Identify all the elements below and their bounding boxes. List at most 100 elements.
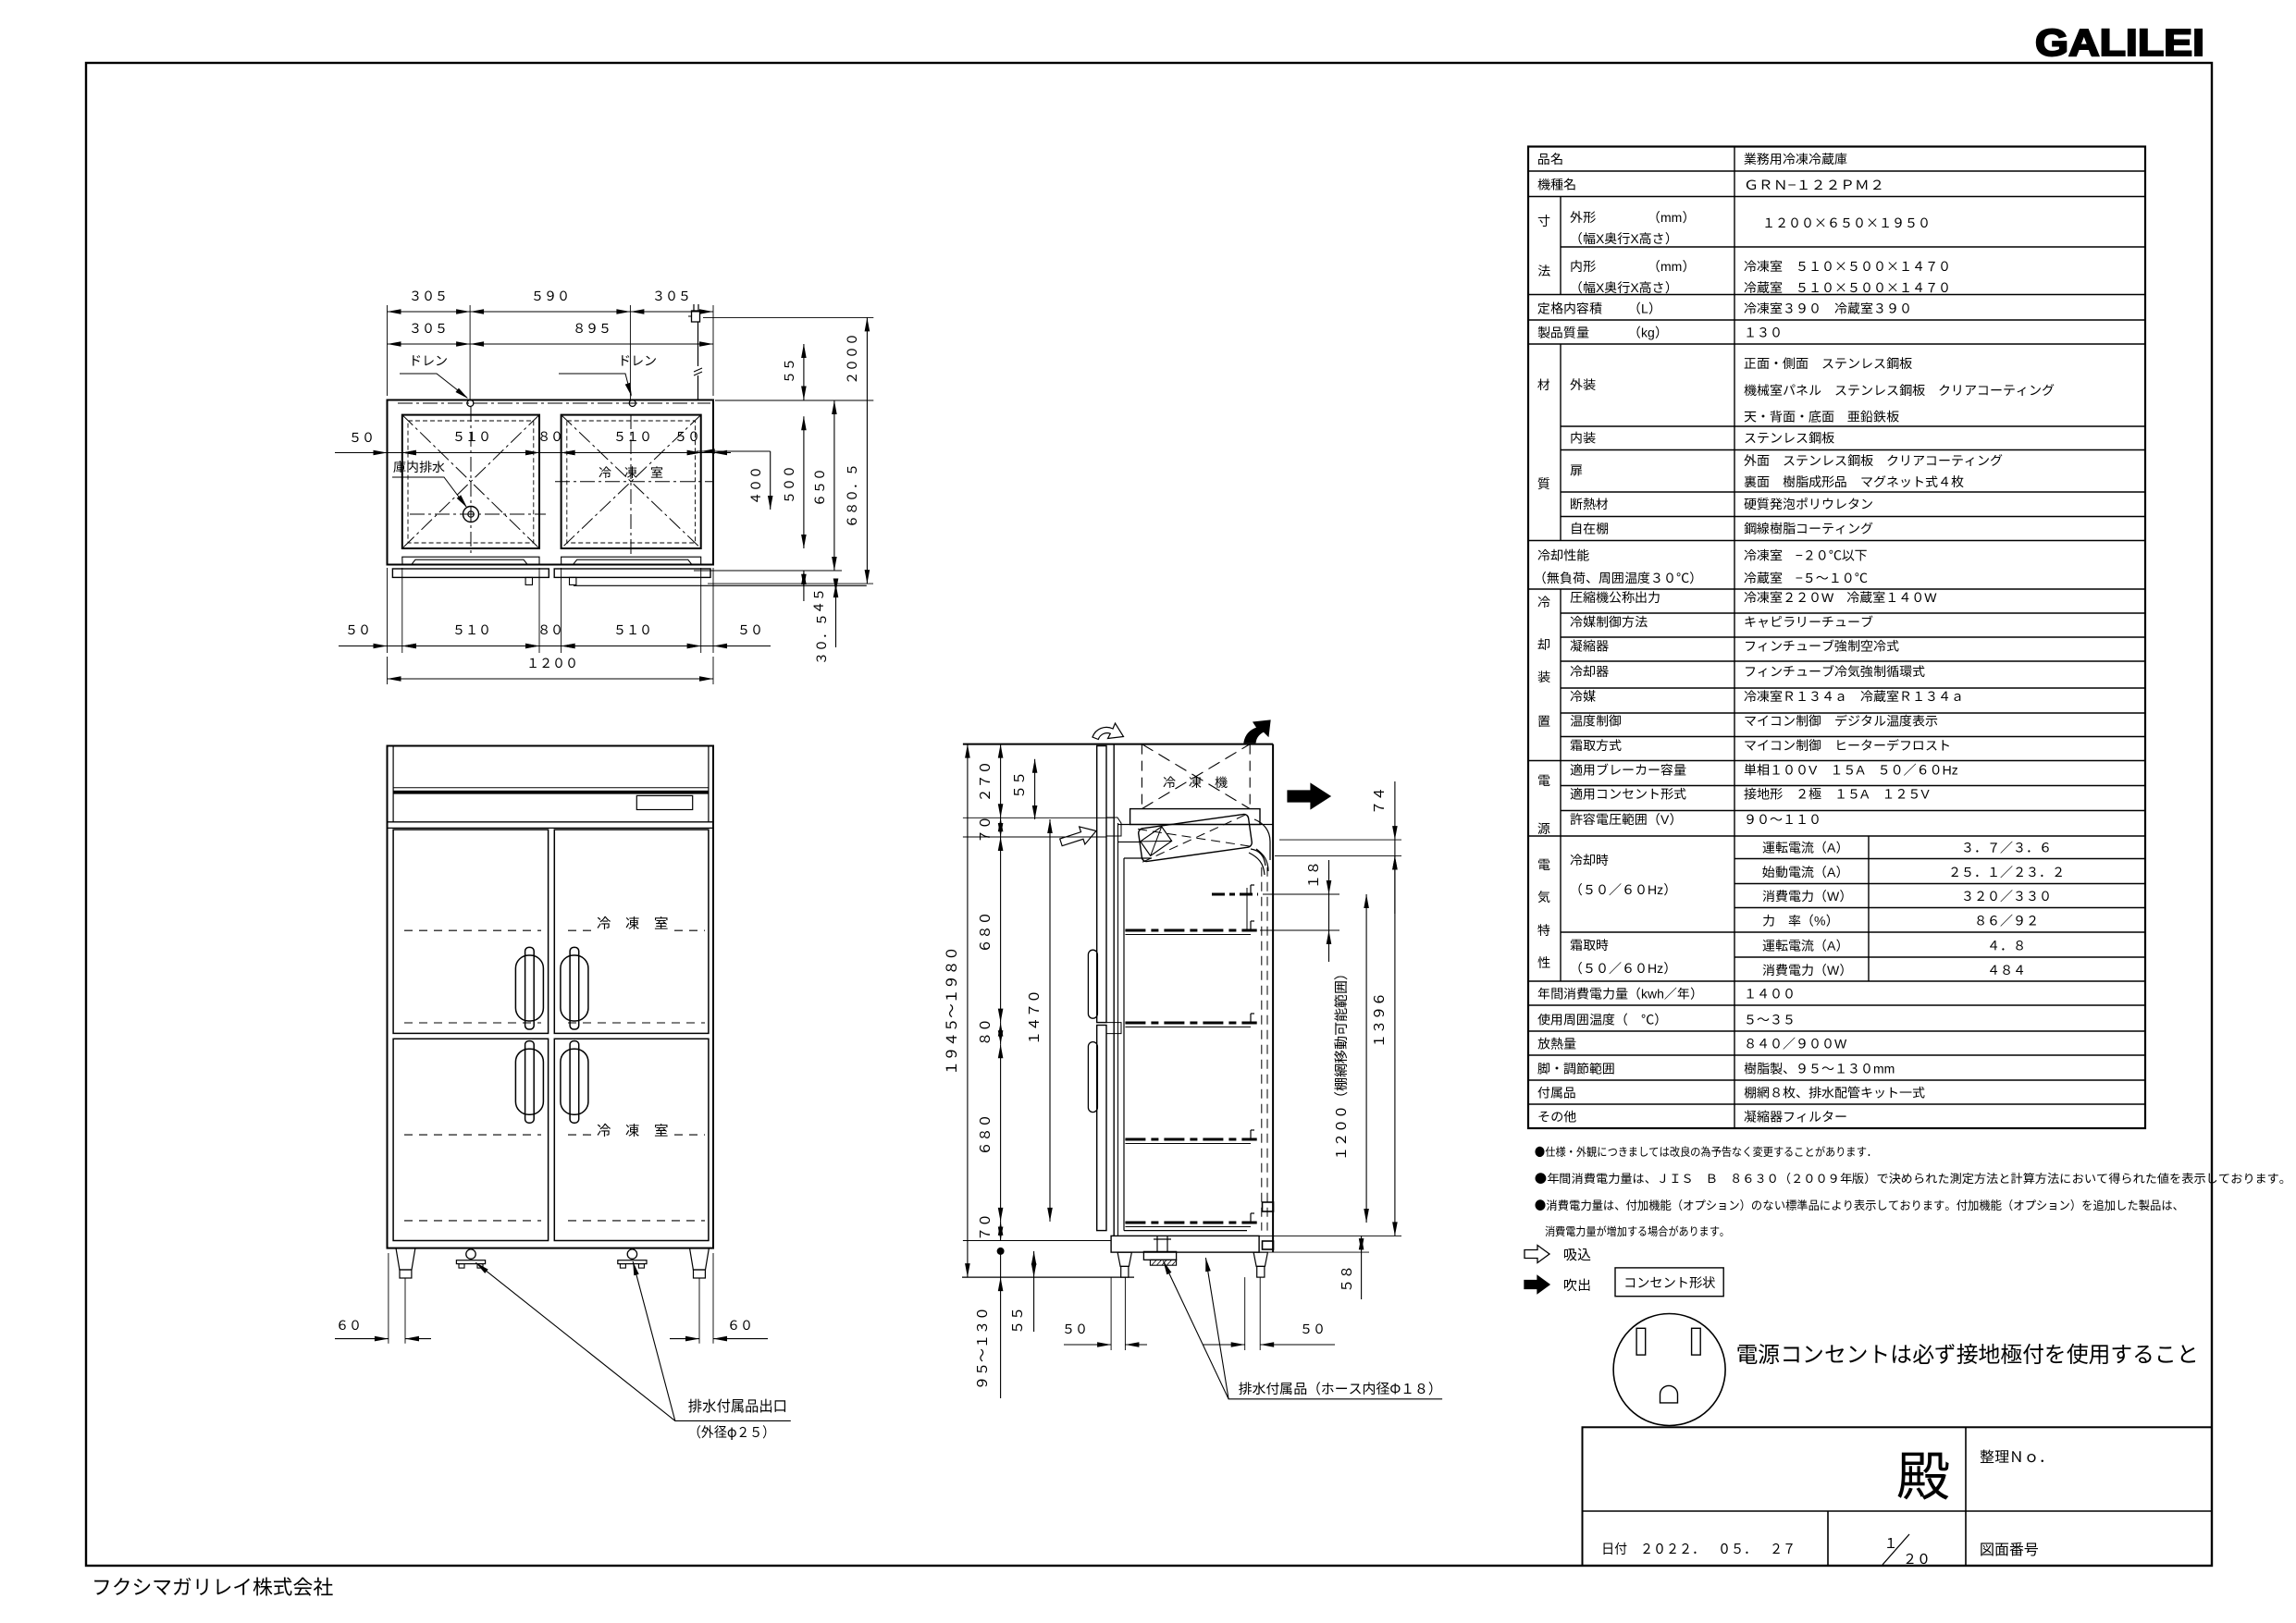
svg-text:消費電力（W）: 消費電力（W） — [1762, 961, 1852, 979]
svg-text:運転電流（A）: 運転電流（A） — [1762, 937, 1848, 955]
svg-text:冷凍室 −２０℃以下: 冷凍室 −２０℃以下 — [1744, 547, 1868, 565]
svg-text:３２０／３３０: ３２０／３３０ — [1961, 887, 2052, 905]
svg-text:殿: 殿 — [1896, 1433, 1950, 1511]
svg-text:ドレン: ドレン — [618, 351, 657, 370]
svg-text:裏面 樹脂成形品 マグネット式４枚: 裏面 樹脂成形品 マグネット式４枚 — [1744, 473, 1964, 491]
svg-text:●仕様・外観につきましては改良の為予告なく変更することがあり: ●仕様・外観につきましては改良の為予告なく変更することがあります． — [1535, 1142, 1877, 1160]
svg-text:４．８: ４．８ — [1987, 937, 2026, 955]
svg-text:冷却時: 冷却時 — [1570, 851, 1609, 869]
svg-text:却: 却 — [1537, 635, 1550, 654]
svg-text:１２００（棚網移動可能範囲）: １２００（棚網移動可能範囲） — [1331, 966, 1351, 1161]
svg-text:６８０: ６８０ — [975, 1113, 994, 1155]
svg-text:１: １ — [1883, 1533, 1897, 1553]
svg-text:２０: ２０ — [1903, 1549, 1931, 1568]
svg-text:圧縮機公称出力: 圧縮機公称出力 — [1570, 588, 1660, 607]
svg-text:材: 材 — [1537, 375, 1550, 394]
svg-text:（５０／６０Hz）: （５０／６０Hz） — [1570, 880, 1676, 899]
svg-text:単相１００V １５A ５０／６０Hz: 単相１００V １５A ５０／６０Hz — [1744, 761, 1958, 780]
svg-text:６０: ６０ — [727, 1316, 753, 1334]
svg-text:断熱材: 断熱材 — [1570, 495, 1609, 513]
svg-text:５１０: ５１０ — [452, 621, 491, 639]
svg-text:適用コンセント形式: 適用コンセント形式 — [1570, 785, 1686, 804]
svg-text:２７０: ２７０ — [975, 760, 994, 802]
svg-text:８０: ８０ — [537, 427, 563, 446]
svg-text:運転電流（A）: 運転電流（A） — [1762, 839, 1848, 857]
svg-text:５９０: ５９０ — [531, 287, 570, 305]
svg-text:品名: 品名 — [1537, 150, 1563, 168]
svg-text:電: 電 — [1537, 855, 1550, 874]
svg-text:業務用冷凍冷蔵庫: 業務用冷凍冷蔵庫 — [1744, 150, 1847, 168]
svg-text:消費電力（W）: 消費電力（W） — [1762, 887, 1852, 905]
svg-text:硬質発泡ポリウレタン: 硬質発泡ポリウレタン — [1744, 495, 1873, 513]
svg-text:５０: ５０ — [674, 427, 700, 446]
svg-text:自在棚: 自在棚 — [1570, 520, 1609, 538]
svg-text:７０: ７０ — [975, 816, 994, 843]
svg-text:法: 法 — [1537, 262, 1550, 280]
svg-text:冷 凍 室: 冷 凍 室 — [597, 913, 669, 933]
svg-text:温度制御: 温度制御 — [1570, 712, 1622, 731]
svg-text:５０: ５０ — [1062, 1320, 1088, 1338]
svg-text:吹出: 吹出 — [1563, 1275, 1591, 1295]
svg-text:５０: ５０ — [737, 621, 763, 639]
svg-text:フィンチューブ強制空冷式: フィンチューブ強制空冷式 — [1744, 637, 1899, 656]
svg-text:力 率（%）: 力 率（%） — [1762, 912, 1838, 930]
svg-text:５１０: ５１０ — [452, 427, 491, 446]
svg-text:凝縮器: 凝縮器 — [1570, 637, 1609, 656]
svg-text:４８４: ４８４ — [1987, 961, 2026, 979]
svg-text:脚・調節範囲: 脚・調節範囲 — [1537, 1060, 1615, 1078]
svg-text:フクシマガリレイ株式会社: フクシマガリレイ株式会社 — [92, 1571, 334, 1601]
svg-text:５０: ５０ — [1300, 1320, 1326, 1338]
svg-text:冷凍室３９０ 冷蔵室３９０: 冷凍室３９０ 冷蔵室３９０ — [1744, 300, 1912, 318]
svg-text:吸込: 吸込 — [1563, 1245, 1591, 1264]
svg-text:３０５: ３０５ — [409, 319, 448, 338]
svg-text:５１０: ５１０ — [613, 427, 652, 446]
svg-text:内装: 内装 — [1570, 429, 1596, 448]
svg-text:冷 凍 室: 冷 凍 室 — [597, 1120, 669, 1140]
svg-text:ドレン: ドレン — [409, 351, 448, 370]
svg-text:排水付属品出口: 排水付属品出口 — [688, 1394, 787, 1416]
svg-text:気: 気 — [1537, 888, 1550, 906]
svg-text:整理Ｎｏ．: 整理Ｎｏ． — [1980, 1445, 2054, 1467]
svg-text:１４７０: １４７０ — [1024, 990, 1043, 1045]
svg-text:冷凍室２２０W 冷蔵室１４０W: 冷凍室２２０W 冷蔵室１４０W — [1744, 588, 1937, 607]
svg-text:５００: ５００ — [780, 465, 798, 504]
svg-text:その他: その他 — [1537, 1108, 1576, 1126]
svg-text:５５: ５５ — [1009, 771, 1029, 799]
svg-text:GALILEI: GALILEI — [2035, 11, 2204, 67]
svg-text:鋼線樹脂コーティング: 鋼線樹脂コーティング — [1744, 520, 1873, 538]
svg-text:６８０: ６８０ — [975, 911, 994, 953]
svg-text:冷凍室Ｒ１３４ａ 冷蔵室Ｒ１３４ａ: 冷凍室Ｒ１３４ａ 冷蔵室Ｒ１３４ａ — [1744, 687, 1964, 706]
svg-text:棚網８枚、排水配管キット一式: 棚網８枚、排水配管キット一式 — [1744, 1084, 1925, 1102]
svg-text:１９４５～１９８０: １９４５～１９８０ — [941, 946, 961, 1076]
svg-text:質: 質 — [1537, 474, 1550, 493]
svg-text:１３０: １３０ — [1744, 324, 1783, 342]
svg-text:消費電力量が増加する場合があります。: 消費電力量が増加する場合があります。 — [1545, 1222, 1730, 1239]
svg-text:冷 凍 機: 冷 凍 機 — [1163, 773, 1228, 792]
svg-text:冷却性能: 冷却性能 — [1537, 547, 1590, 565]
svg-text:使用周囲温度（ ℃）: 使用周囲温度（ ℃） — [1537, 1011, 1667, 1029]
svg-text:●年間消費電力量は、ＪＩＳ Ｂ ８６３０（２００９年版）で決: ●年間消費電力量は、ＪＩＳ Ｂ ８６３０（２００９年版）で決められた測定方法と計… — [1535, 1169, 2291, 1187]
svg-text:フィンチューブ冷気強制循環式: フィンチューブ冷気強制循環式 — [1744, 662, 1925, 681]
svg-text:ステンレス鋼板: ステンレス鋼板 — [1744, 429, 1834, 448]
svg-text:冷 凍 室: 冷 凍 室 — [599, 463, 663, 482]
svg-text:８０: ８０ — [975, 1018, 994, 1046]
svg-text:５８: ５８ — [1337, 1265, 1356, 1293]
svg-text:●消費電力量は、付加機能（オプション）のない標準品により表示: ●消費電力量は、付加機能（オプション）のない標準品により表示しております。付加機… — [1535, 1196, 2184, 1213]
svg-text:年間消費電力量（kwh／年）: 年間消費電力量（kwh／年） — [1537, 985, 1703, 1003]
svg-text:（外径φ２５）: （外径φ２５） — [688, 1422, 775, 1442]
svg-text:許容電圧範囲（V）: 許容電圧範囲（V） — [1570, 810, 1682, 829]
svg-text:５０: ５０ — [345, 621, 371, 639]
svg-text:６０: ６０ — [336, 1316, 362, 1334]
svg-text:源: 源 — [1537, 819, 1550, 838]
svg-text:天・背面・底面 亜鉛鉄板: 天・背面・底面 亜鉛鉄板 — [1744, 408, 1899, 426]
svg-text:８６／９２: ８６／９２ — [1974, 912, 2039, 930]
svg-text:付属品: 付属品 — [1537, 1084, 1576, 1102]
svg-text:冷: 冷 — [1537, 593, 1550, 611]
svg-text:５５: ５５ — [780, 358, 798, 384]
svg-text:１３９６: １３９６ — [1369, 992, 1389, 1048]
svg-text:８４０／９００W: ８４０／９００W — [1744, 1035, 1847, 1053]
svg-text:８９５: ８９５ — [573, 319, 611, 338]
svg-text:７４: ７４ — [1369, 787, 1389, 815]
svg-text:キャピラリーチューブ: キャピラリーチューブ — [1744, 613, 1873, 632]
svg-text:庫内排水: 庫内排水 — [393, 458, 445, 476]
